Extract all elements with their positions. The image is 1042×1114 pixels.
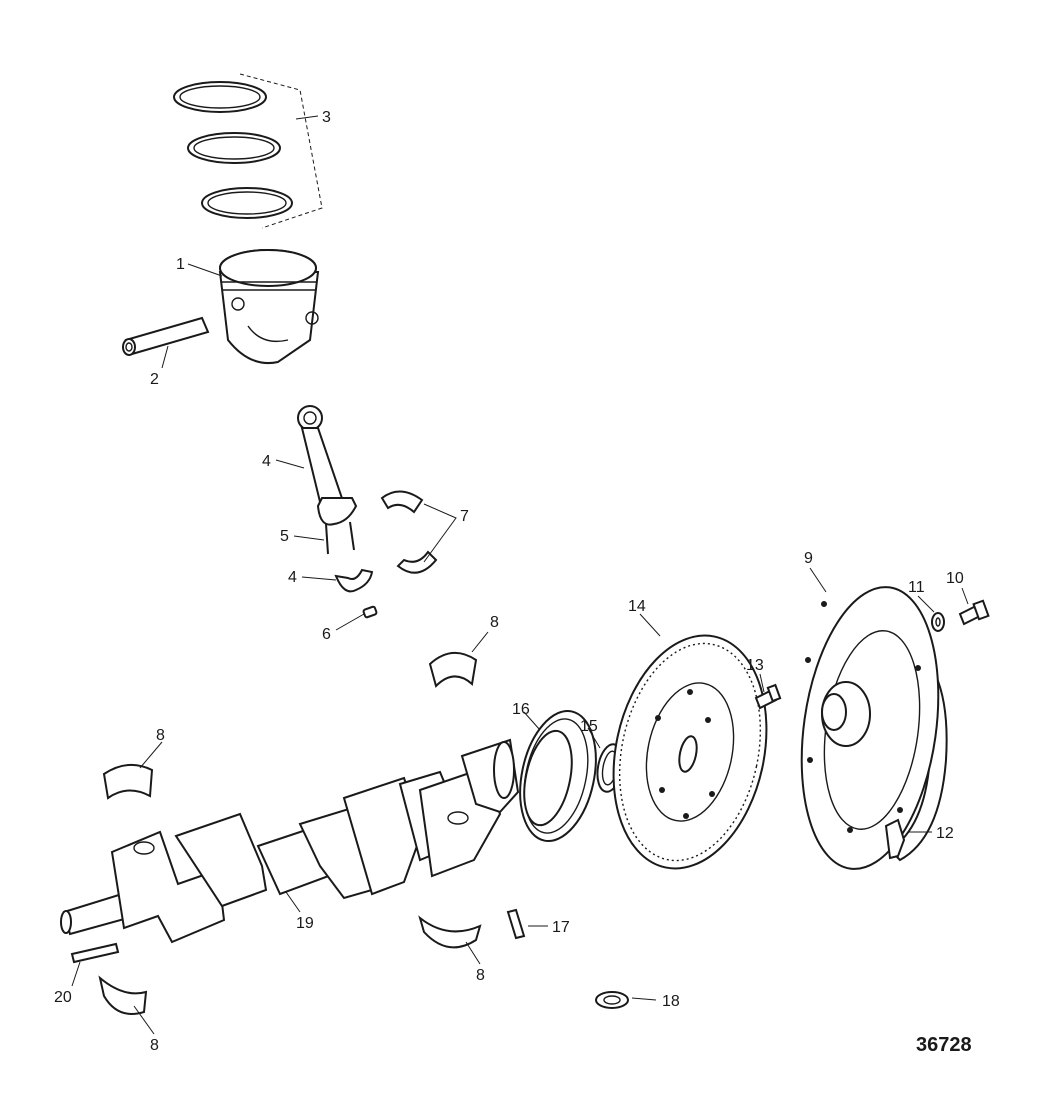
- callout-16: 16: [512, 701, 530, 718]
- piston: [218, 249, 320, 364]
- callout-12: 12: [936, 825, 954, 842]
- callout-8-lower-center: 8: [476, 967, 485, 984]
- piston-ring-set: [173, 73, 323, 229]
- piston-ring-bottom: [201, 187, 293, 219]
- flywheel: [612, 634, 768, 870]
- piston-ring-middle: [187, 132, 281, 164]
- piston-ring-top: [173, 81, 267, 113]
- callout-11: 11: [908, 579, 925, 596]
- callout-labels: 3 1 2 4 5 7 4 6 8 14 9 11 10 13 16 15 8 …: [54, 109, 972, 1056]
- callout-13: 13: [746, 657, 764, 674]
- leader-lines: [71, 115, 969, 1035]
- ring-set-bracket: [239, 73, 323, 229]
- rear-main-seal: [519, 710, 597, 842]
- washer: [931, 612, 945, 632]
- callout-17: 17: [552, 919, 570, 936]
- main-bearing-lower-center: [418, 915, 482, 949]
- rod-bearing-lower: [396, 550, 438, 574]
- callout-8-left: 8: [156, 727, 165, 744]
- connecting-rod: [297, 405, 358, 526]
- flywheel-bolt: [754, 683, 782, 710]
- callout-19: 19: [296, 915, 314, 932]
- callout-9: 9: [804, 550, 813, 567]
- main-bearing-lower-left: [98, 975, 148, 1015]
- callout-20: 20: [54, 989, 72, 1006]
- callout-18: 18: [662, 993, 680, 1010]
- callout-1: 1: [176, 256, 185, 273]
- callout-14: 14: [628, 598, 646, 615]
- callout-3: 3: [322, 109, 331, 126]
- dowel-pin-17: [506, 908, 526, 940]
- main-bearing-left: [102, 763, 154, 800]
- rod-bolts: [325, 521, 355, 555]
- callout-4-cap: 4: [288, 569, 297, 586]
- dowel-pin-20: [70, 942, 120, 964]
- figure-number: 36728: [916, 1034, 972, 1056]
- main-bearing-upper: [428, 652, 478, 688]
- rod-nut: [362, 605, 378, 619]
- drive-coupler: [800, 586, 948, 870]
- callout-7: 7: [460, 508, 469, 525]
- crankshaft: [60, 738, 520, 944]
- rod-bearing-upper: [380, 490, 424, 514]
- callout-2: 2: [150, 371, 159, 388]
- callout-8-upper: 8: [490, 614, 499, 631]
- coupler-bolt: [958, 599, 990, 626]
- rod-cap: [334, 568, 374, 593]
- callout-8-lower-left: 8: [150, 1037, 159, 1054]
- retaining-clip: [884, 818, 906, 860]
- callout-6: 6: [322, 626, 331, 643]
- callout-15: 15: [580, 718, 598, 735]
- callout-10: 10: [946, 570, 964, 587]
- callout-4-rod: 4: [262, 453, 271, 470]
- thrust-washer: [595, 991, 629, 1009]
- callout-5: 5: [280, 528, 289, 545]
- piston-pin: [122, 316, 210, 356]
